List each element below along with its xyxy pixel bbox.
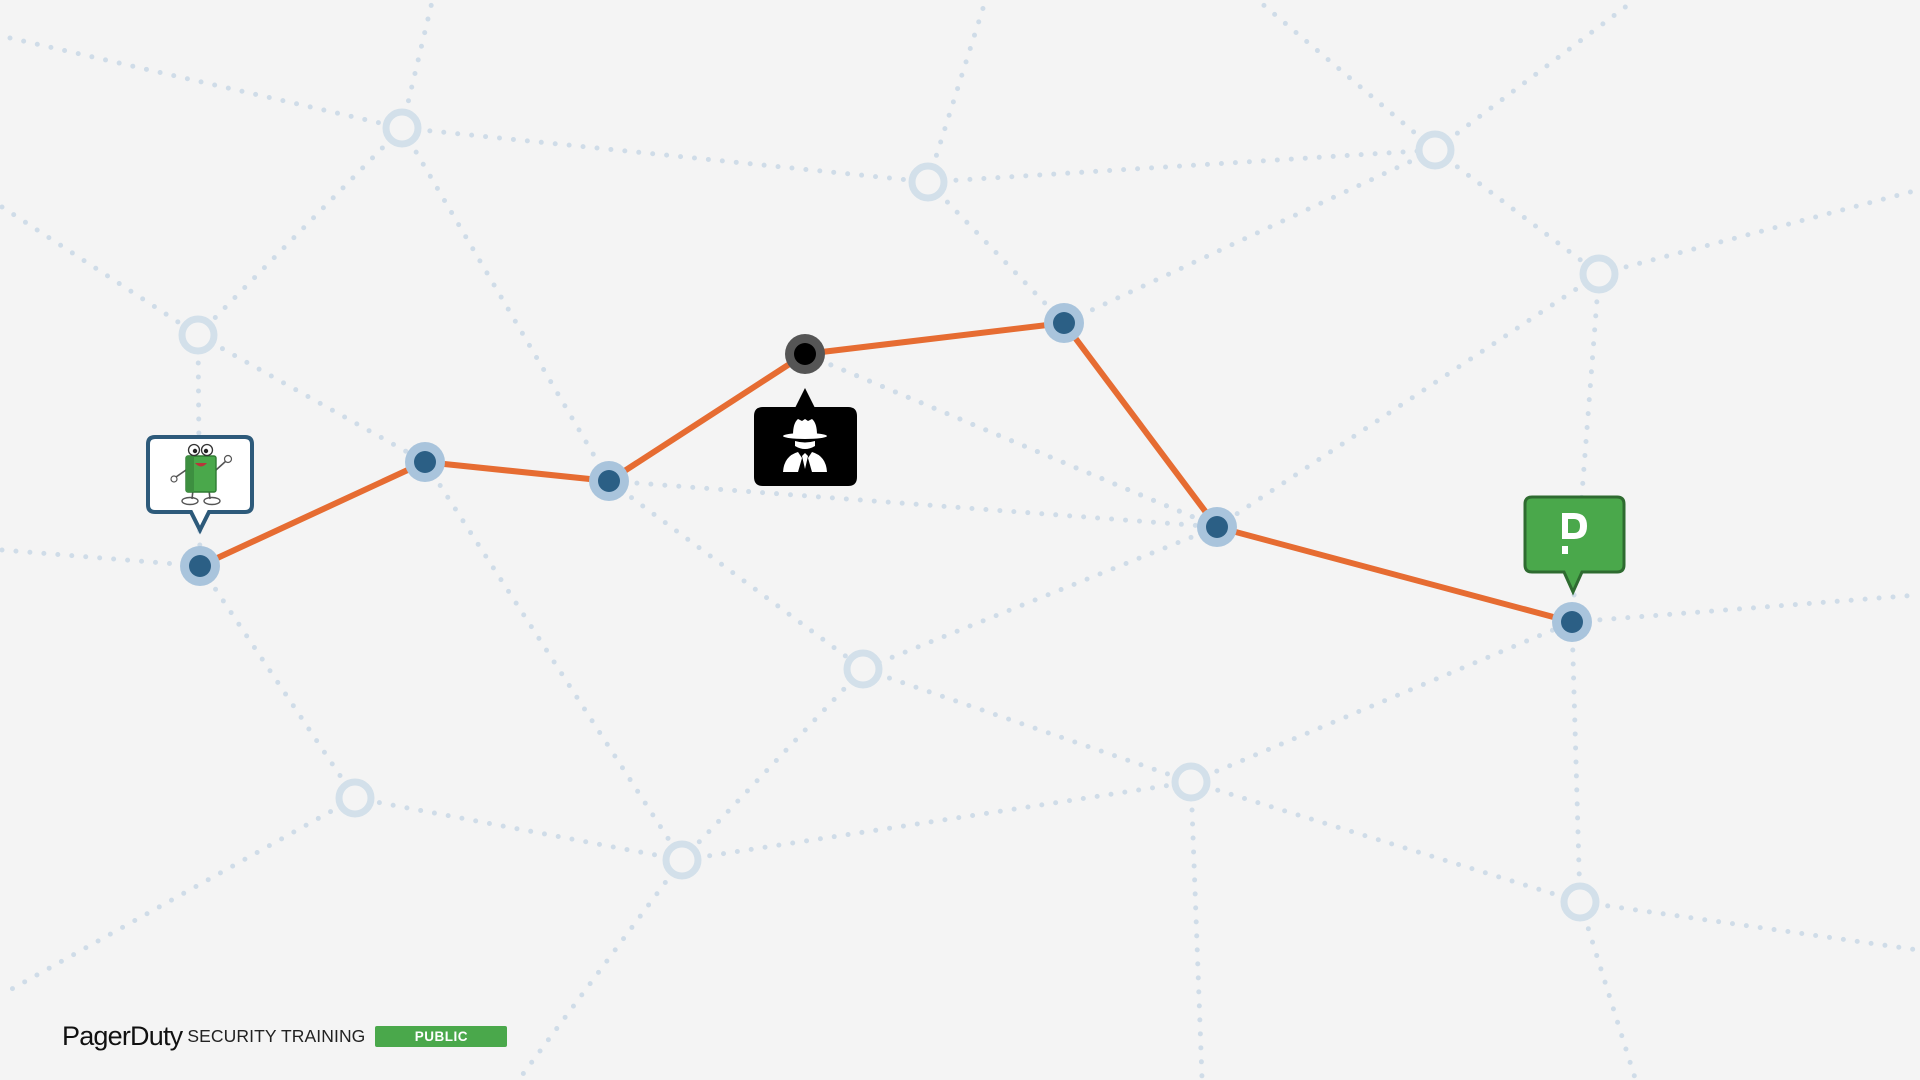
network-link xyxy=(679,779,1194,863)
footer-bar: PagerDuty SECURITY TRAINING PUBLIC xyxy=(62,1019,508,1053)
network-link xyxy=(399,125,612,484)
network-link xyxy=(679,666,866,863)
network-node xyxy=(335,778,375,818)
network-link xyxy=(0,547,203,569)
network-node xyxy=(908,162,948,202)
network-link xyxy=(399,125,931,185)
network-link xyxy=(1061,147,1438,326)
network-link xyxy=(925,147,1438,185)
start-callout xyxy=(146,435,254,535)
network-link xyxy=(352,795,685,863)
mascot-icon xyxy=(170,443,233,506)
network-link xyxy=(1577,899,1920,953)
network-link xyxy=(1577,899,1638,1080)
compromised-node xyxy=(785,334,825,374)
network-link xyxy=(1188,779,1205,1080)
network-link xyxy=(197,563,358,801)
network-link xyxy=(1432,147,1602,277)
network-link xyxy=(422,459,685,863)
path-node xyxy=(589,461,629,501)
network-link xyxy=(925,0,988,185)
network-link xyxy=(0,204,201,338)
network-link xyxy=(195,332,428,465)
network-link xyxy=(1188,779,1583,905)
network-link xyxy=(517,857,685,1080)
network-node xyxy=(1579,254,1619,294)
pagerduty-logo-icon xyxy=(1562,513,1587,554)
network-link xyxy=(1596,187,1920,277)
network-link xyxy=(1188,619,1575,785)
network-node xyxy=(382,108,422,148)
network-node xyxy=(843,649,883,689)
footer-subtitle: SECURITY TRAINING xyxy=(187,1025,366,1046)
spy-icon xyxy=(783,419,827,472)
attacker-callout xyxy=(754,388,857,486)
network-link xyxy=(7,795,358,993)
network-link xyxy=(7,35,405,131)
network-node xyxy=(1171,762,1211,802)
destination-callout xyxy=(1523,495,1626,596)
classification-badge: PUBLIC xyxy=(375,1025,508,1047)
network-link xyxy=(1432,0,1635,153)
network-node xyxy=(662,840,702,880)
network-link xyxy=(195,125,405,338)
network-node xyxy=(178,315,218,355)
network-link xyxy=(606,478,866,672)
network-node xyxy=(1560,882,1600,922)
path-node xyxy=(1552,602,1592,642)
network-node xyxy=(1415,130,1455,170)
network-link xyxy=(802,351,1220,530)
path-node xyxy=(180,546,220,586)
background-network-nodes xyxy=(178,108,1619,922)
network-link xyxy=(1569,619,1583,905)
path-nodes xyxy=(180,303,1592,642)
network-link xyxy=(1257,0,1438,153)
brand-logo: PagerDuty xyxy=(62,1020,183,1051)
network-link xyxy=(1569,271,1602,625)
network-link xyxy=(860,524,1220,672)
network-link xyxy=(860,666,1194,785)
attack-path xyxy=(197,320,1575,625)
path-node xyxy=(1044,303,1084,343)
network-link xyxy=(1214,271,1602,530)
path-node xyxy=(1197,507,1237,547)
network-link xyxy=(1569,592,1920,625)
path-node xyxy=(405,442,445,482)
network-link xyxy=(925,179,1067,326)
